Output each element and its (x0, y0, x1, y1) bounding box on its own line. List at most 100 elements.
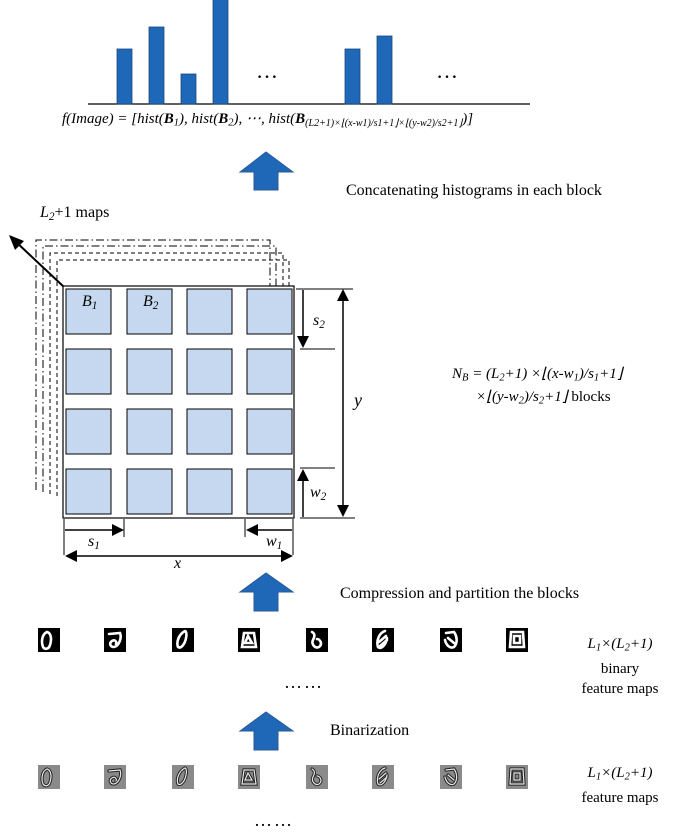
grayscale-map-5 (306, 765, 328, 789)
grayscale-map-8 (506, 765, 528, 789)
w1-letter: w (266, 533, 277, 550)
block-b1-label: B1 (82, 293, 97, 312)
binary-l2-sub: 2 (624, 642, 630, 654)
block-13 (65, 468, 112, 515)
formula-b3-sub: (L2+1)×⌊(x-w1)/s1+1⌋×⌊(y-w2)/s2+1⌋ (305, 118, 463, 129)
block-4 (246, 288, 293, 335)
s1-sub: 1 (94, 539, 100, 552)
formula-b1-sub: 1 (173, 117, 180, 129)
binary-map-4 (238, 628, 260, 652)
binary-feature-maps (38, 628, 528, 652)
nb2-part-b: )/s (523, 389, 539, 405)
histogram-ellipsis-left: … (256, 58, 281, 83)
nb-sub2: 2 (499, 372, 505, 384)
w2-label: w2 (310, 484, 326, 503)
binary-map-2 (104, 628, 126, 652)
feature-l2-sub: 2 (624, 771, 630, 783)
grayscale-map-3 (172, 765, 194, 789)
s2-label: s2 (313, 312, 325, 331)
block-14 (126, 468, 173, 515)
w2-letter: w (310, 484, 321, 501)
up-arrow-binarization (238, 711, 295, 751)
maps-label: L2+1 maps (40, 204, 109, 223)
binary-map-3 (172, 628, 194, 652)
w1-dimension (244, 519, 294, 555)
block-5 (65, 348, 112, 395)
nb2-part-c: +1⌋ (544, 389, 568, 405)
nb2-sub: 2 (518, 395, 524, 407)
block-2 (126, 288, 173, 335)
histogram-ellipsis-right: … (436, 58, 461, 83)
y-dimension (296, 288, 353, 517)
w2-dimension (297, 467, 355, 519)
block-grid (65, 288, 293, 515)
formula-lhs: f(Image) = [hist( (62, 111, 164, 127)
x-dimension (65, 550, 293, 562)
b2-letter: B (143, 293, 153, 310)
histogram-bar-4 (212, 0, 229, 105)
formula-b3: B (295, 111, 306, 127)
binary-mid: ×(L (601, 636, 625, 652)
grayscale-map-6 (372, 765, 394, 789)
binary-end: +1) (629, 636, 653, 652)
maps-label-L: L (40, 204, 49, 221)
block-8 (246, 348, 293, 395)
nb-sub: B (462, 372, 469, 384)
up-arrow-compression (238, 572, 295, 612)
nb2-part-a: ×⌊(y-w (476, 389, 519, 405)
s2-sub: 2 (319, 318, 325, 331)
nb-part-e: +1⌋ (599, 366, 623, 382)
formula-mid1: ), hist( (179, 111, 219, 127)
feature-maps-ellipsis: …… (254, 810, 294, 830)
histogram-bar-2 (148, 26, 165, 105)
formula-b2: B (218, 111, 229, 127)
formula-mid2: ), ⋯, hist( (233, 111, 296, 127)
block-b2-label: B2 (143, 293, 158, 312)
block-15 (186, 468, 233, 515)
histogram-formula: f(Image) = [hist(B1), hist(B2), ⋯, hist(… (62, 109, 473, 129)
binary-map-5 (306, 628, 328, 652)
binary-l1-sub: 1 (595, 642, 602, 654)
w1-sub: 1 (276, 539, 283, 552)
binary-map-8 (506, 628, 528, 652)
block-3 (186, 288, 233, 335)
nb-part-c: +1) ×⌊(x-w (504, 366, 574, 382)
feature-end: +1) (629, 765, 653, 781)
w1-label: w1 (266, 533, 282, 552)
block-9 (65, 408, 112, 455)
maps-label-word: maps (71, 204, 110, 221)
grayscale-map-4 (238, 765, 260, 789)
grayscale-feature-maps (38, 765, 528, 789)
formula-rhs: )] (462, 111, 474, 127)
histogram-bar-6 (376, 35, 393, 105)
block-16 (246, 468, 293, 515)
nb-formula-line1: NB = (L2+1) ×⌊(x-w1)/s1+1⌋ (452, 364, 623, 384)
binary-map-7 (440, 628, 462, 652)
step-binarization: Binarization (330, 722, 410, 739)
nb-part-d: )/s (578, 366, 594, 382)
histogram-bar-1 (116, 48, 133, 105)
depth-arrow (9, 235, 65, 288)
formula-b1: B (163, 111, 174, 127)
s1-dimension (63, 519, 125, 555)
binary-l1: L (587, 636, 596, 652)
x-label: x (174, 555, 182, 572)
binary-maps-label: L1×(L2+1) binary feature maps (560, 634, 680, 699)
feature-l1-sub: 1 (595, 771, 602, 783)
maps-label-suffix: +1 (54, 204, 72, 221)
b1-sub: 1 (91, 299, 98, 312)
feature-mid: ×(L (601, 765, 625, 781)
binary-map-1 (38, 628, 60, 652)
binary-line3: feature maps (581, 680, 659, 697)
histogram-bar-5 (344, 48, 361, 105)
grayscale-map-2 (104, 765, 126, 789)
histogram-bars (116, 0, 393, 105)
block-1 (65, 288, 112, 335)
binary-line2: binary (600, 660, 640, 677)
feature-line2: feature maps (581, 789, 659, 806)
up-arrow-concatenate (238, 151, 295, 191)
binary-maps-ellipsis: …… (284, 672, 324, 692)
block-10 (126, 408, 173, 455)
binary-map-6 (372, 628, 394, 652)
